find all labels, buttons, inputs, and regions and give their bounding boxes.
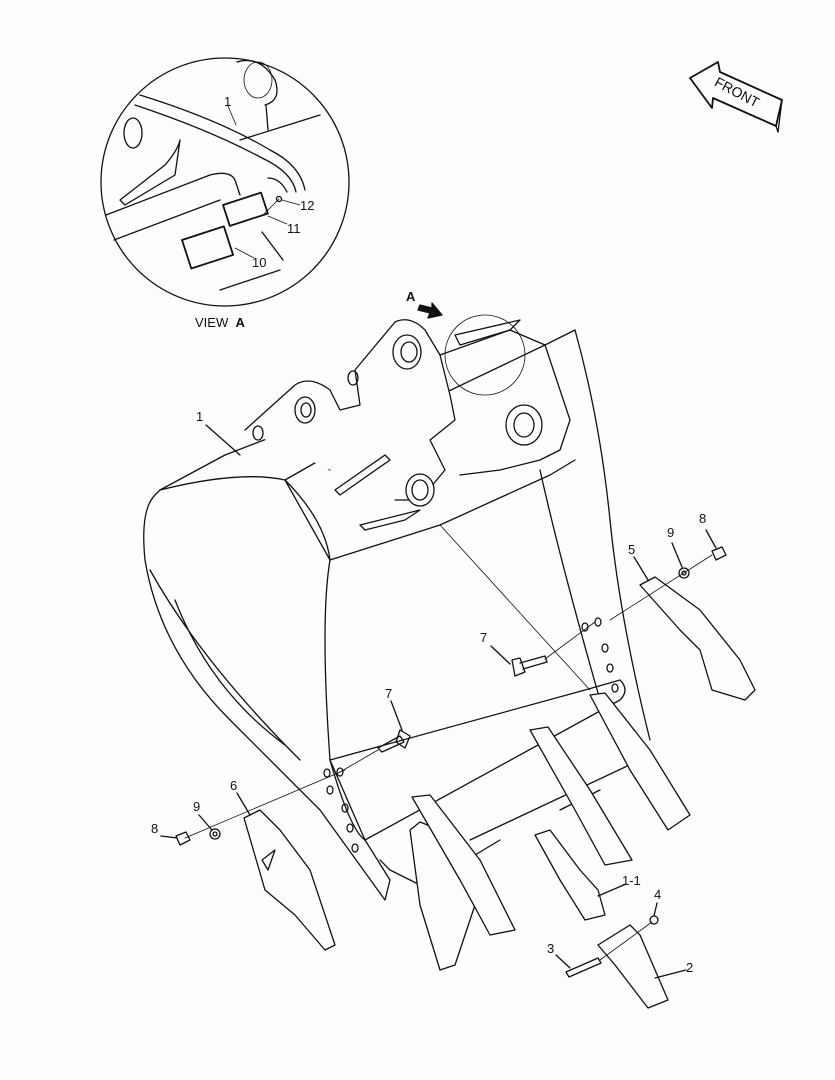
leader-lines [160, 424, 717, 979]
callout-2: 2 [686, 960, 694, 975]
side-cutters [175, 546, 756, 951]
bucket-teeth [409, 692, 691, 1009]
bucket-body [143, 319, 651, 901]
view-a-letter: A [235, 315, 245, 330]
view-a-circle [100, 57, 350, 307]
callout-7-right: 7 [480, 630, 488, 645]
nameplate-11 [222, 191, 269, 227]
callout-view-a-12: 12 [300, 198, 315, 213]
side-cutter-5 [639, 576, 756, 701]
side-cutter-6 [243, 809, 336, 951]
callout-4: 4 [654, 887, 662, 902]
bolts-7 [339, 621, 596, 773]
view-a-detail [100, 57, 350, 307]
callout-5: 5 [628, 542, 636, 557]
callout-8-right: 8 [699, 511, 707, 526]
view-a-word: VIEW [195, 315, 229, 330]
callout-6: 6 [230, 778, 238, 793]
callout-view-a-11: 11 [287, 221, 301, 236]
view-a-label: VIEW A [195, 316, 245, 329]
callout-1: 1 [196, 409, 204, 424]
arrow-a-label: A [406, 289, 416, 304]
callout-view-a-1: 1 [224, 94, 232, 109]
callout-8-left: 8 [151, 821, 159, 836]
adapter-1-1 [534, 829, 606, 921]
callout-view-a-10: 10 [252, 255, 267, 270]
front-arrow-icon [689, 61, 783, 133]
callout-9-left: 9 [193, 799, 201, 814]
nameplate-10 [181, 225, 235, 270]
pin-3 [565, 957, 602, 978]
screw-12 [275, 195, 283, 203]
callout-3: 3 [547, 941, 555, 956]
tooth-2 [597, 924, 669, 1009]
callout-7-left: 7 [385, 686, 393, 701]
callout-1-1: 1-1 [622, 873, 641, 888]
side-bolt-holes-left [323, 767, 359, 853]
callout-9-right: 9 [667, 525, 675, 540]
